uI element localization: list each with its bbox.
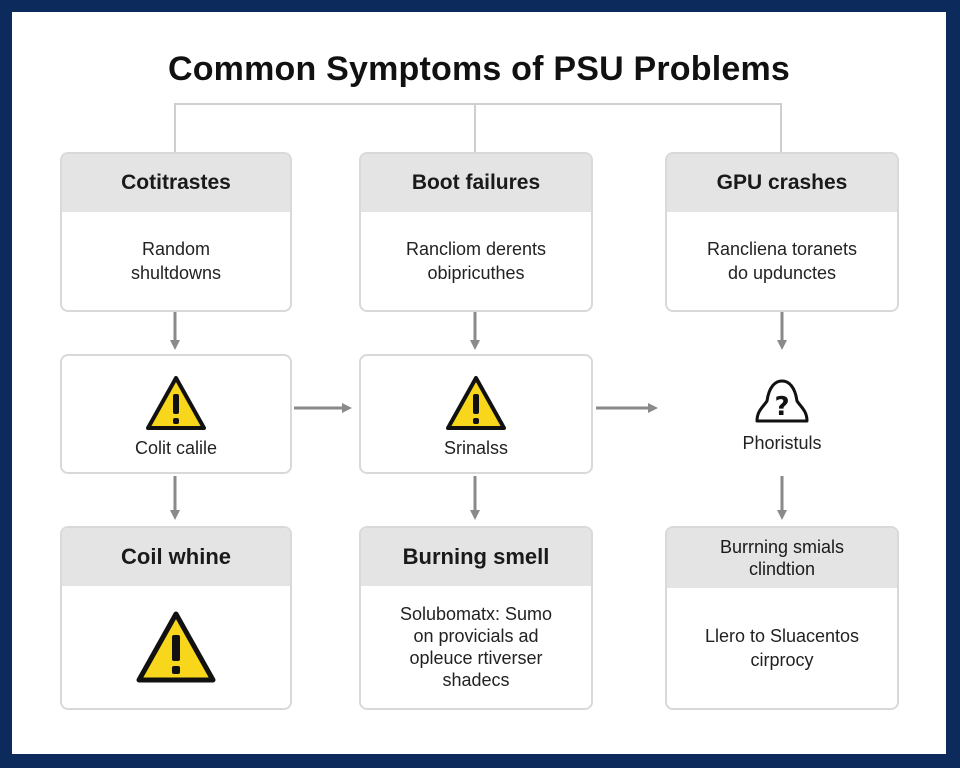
card-body-line: do updunctes xyxy=(727,263,837,283)
card-body-line: Solubomatx: Sumo xyxy=(399,604,553,624)
symptom-card-col2-top: Boot failures Rancliom derents obipricut… xyxy=(359,152,593,312)
top-bracket xyxy=(174,103,782,152)
card-body-line: on provicials ad xyxy=(413,626,539,646)
card-body: Rancliena toranets do updunctes xyxy=(667,212,897,310)
card-header: GPU crashes xyxy=(667,154,897,212)
symptom-card-col1-middle: Colit calile xyxy=(60,354,292,474)
connector-lines xyxy=(170,103,787,520)
card-body: Random shultdowns xyxy=(62,212,290,310)
symptom-card-col1-bottom: Coil whine xyxy=(60,526,292,710)
card-body: Llero to Sluacentos cirprocy xyxy=(667,588,897,708)
card-label: Colit calile xyxy=(134,437,218,458)
svg-text:?: ? xyxy=(774,392,789,422)
card-body: Colit calile xyxy=(62,356,290,472)
card-header: Boot failures xyxy=(361,154,591,212)
card-body-line: Rancliena toranets xyxy=(706,239,858,259)
symptom-card-col2-middle: Srinalss xyxy=(359,354,593,474)
card-header: Coil whine xyxy=(62,528,290,586)
diagram-frame: Common Symptoms of PSU Problems Cotitras… xyxy=(12,12,946,754)
question-bell-icon: ? xyxy=(755,379,809,422)
card-body-line: opleuce rtiverser xyxy=(409,648,543,668)
symptom-card-col3-bottom: Burrning smials clindtion Llero to Sluac… xyxy=(665,526,899,710)
symptom-col3-middle: ? Phoristuls xyxy=(672,364,892,464)
symptom-card-col1-top: Cotitrastes Random shultdowns xyxy=(60,152,292,312)
card-body-line: obipricuthes xyxy=(427,263,525,283)
card-body-line: Random xyxy=(141,239,211,259)
card-body-line: Llero to Sluacentos xyxy=(704,626,860,646)
symptom-card-col3-top: GPU crashes Rancliena toranets do updunc… xyxy=(665,152,899,312)
card-label: Srinalss xyxy=(443,437,509,458)
card-body: Solubomatx: Sumo on provicials ad opleuc… xyxy=(361,586,591,708)
card-body: Rancliom derents obipricuthes xyxy=(361,212,591,310)
card-label: Phoristuls xyxy=(742,432,822,453)
card-header: Burrning smials clindtion xyxy=(667,528,897,588)
card-body-line: cirprocy xyxy=(750,650,814,670)
card-body: Srinalss xyxy=(361,356,591,472)
warning-triangle-icon xyxy=(446,375,506,430)
card-body-line: shultdowns xyxy=(130,263,222,283)
warning-triangle-icon xyxy=(136,611,216,683)
card-body-line: Rancliom derents xyxy=(405,239,547,259)
page-title: Common Symptoms of PSU Problems xyxy=(167,50,791,88)
symptom-card-col2-bottom: Burning smell Solubomatx: Sumo on provic… xyxy=(359,526,593,710)
card-body-line: shadecs xyxy=(442,670,510,690)
card-header: Burning smell xyxy=(361,528,591,586)
warning-triangle-icon xyxy=(146,375,206,430)
card-body xyxy=(62,586,290,708)
card-header: Cotitrastes xyxy=(62,154,290,212)
